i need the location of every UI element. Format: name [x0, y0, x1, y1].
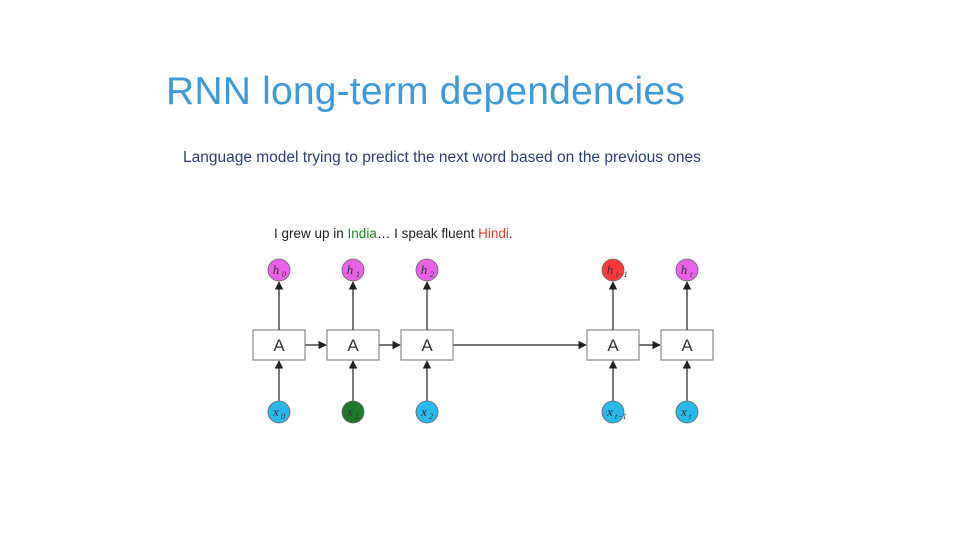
- input-node: [601, 400, 625, 424]
- rnn-cell-box: [400, 329, 454, 361]
- hidden-state-node: [675, 258, 699, 282]
- input-label: x: [680, 404, 687, 419]
- hidden-state-subscript: t−1: [616, 270, 628, 279]
- rnn-cell-label: A: [273, 336, 285, 355]
- rnn-cell-box: [252, 329, 306, 361]
- hidden-state-label: h: [273, 262, 280, 277]
- hidden-state-subscript: 0: [282, 270, 286, 279]
- input-node: [415, 400, 439, 424]
- sentence-part: … I speak fluent: [376, 226, 479, 241]
- hidden-state-node: [601, 258, 625, 282]
- input-subscript: t: [689, 412, 692, 421]
- rnn-cell-box: [660, 329, 714, 361]
- rnn-cell-label: A: [607, 336, 619, 355]
- input-subscript: 0: [281, 412, 285, 421]
- rnn-cell-label: A: [421, 336, 433, 355]
- slide-title: RNN long-term dependencies: [166, 70, 685, 113]
- hidden-state-subscript: 2: [430, 270, 434, 279]
- input-node: [341, 400, 365, 424]
- input-subscript: 2: [429, 412, 433, 421]
- rnn-cell-label: A: [681, 336, 693, 355]
- sentence-highlight-india: India: [347, 226, 377, 241]
- input-node: [267, 400, 291, 424]
- example-sentence: I grew up in India… I speak fluent Hindi…: [274, 226, 513, 241]
- hidden-state-node: [267, 258, 291, 282]
- input-label: x: [272, 404, 279, 419]
- input-label: x: [606, 404, 613, 419]
- hidden-state-label: h: [681, 262, 688, 277]
- sentence-highlight-hindi: Hindi: [478, 226, 509, 241]
- slide-subtitle: Language model trying to predict the nex…: [183, 149, 701, 166]
- rnn-cell-box: [586, 329, 640, 361]
- sentence-part: .: [508, 226, 513, 241]
- hidden-state-subscript: t: [690, 270, 693, 279]
- input-label: x: [346, 404, 353, 419]
- hidden-state-node: [341, 258, 365, 282]
- hidden-state-node: [415, 258, 439, 282]
- hidden-state-label: h: [421, 262, 428, 277]
- sentence-part: I grew up in: [274, 226, 348, 241]
- rnn-cell-label: A: [347, 336, 359, 355]
- input-node: [675, 400, 699, 424]
- input-subscript: t−1: [615, 412, 627, 421]
- input-subscript: 1: [355, 412, 359, 421]
- hidden-state-label: h: [607, 262, 614, 277]
- hidden-state-label: h: [347, 262, 354, 277]
- hidden-state-subscript: 1: [356, 270, 360, 279]
- input-label: x: [420, 404, 427, 419]
